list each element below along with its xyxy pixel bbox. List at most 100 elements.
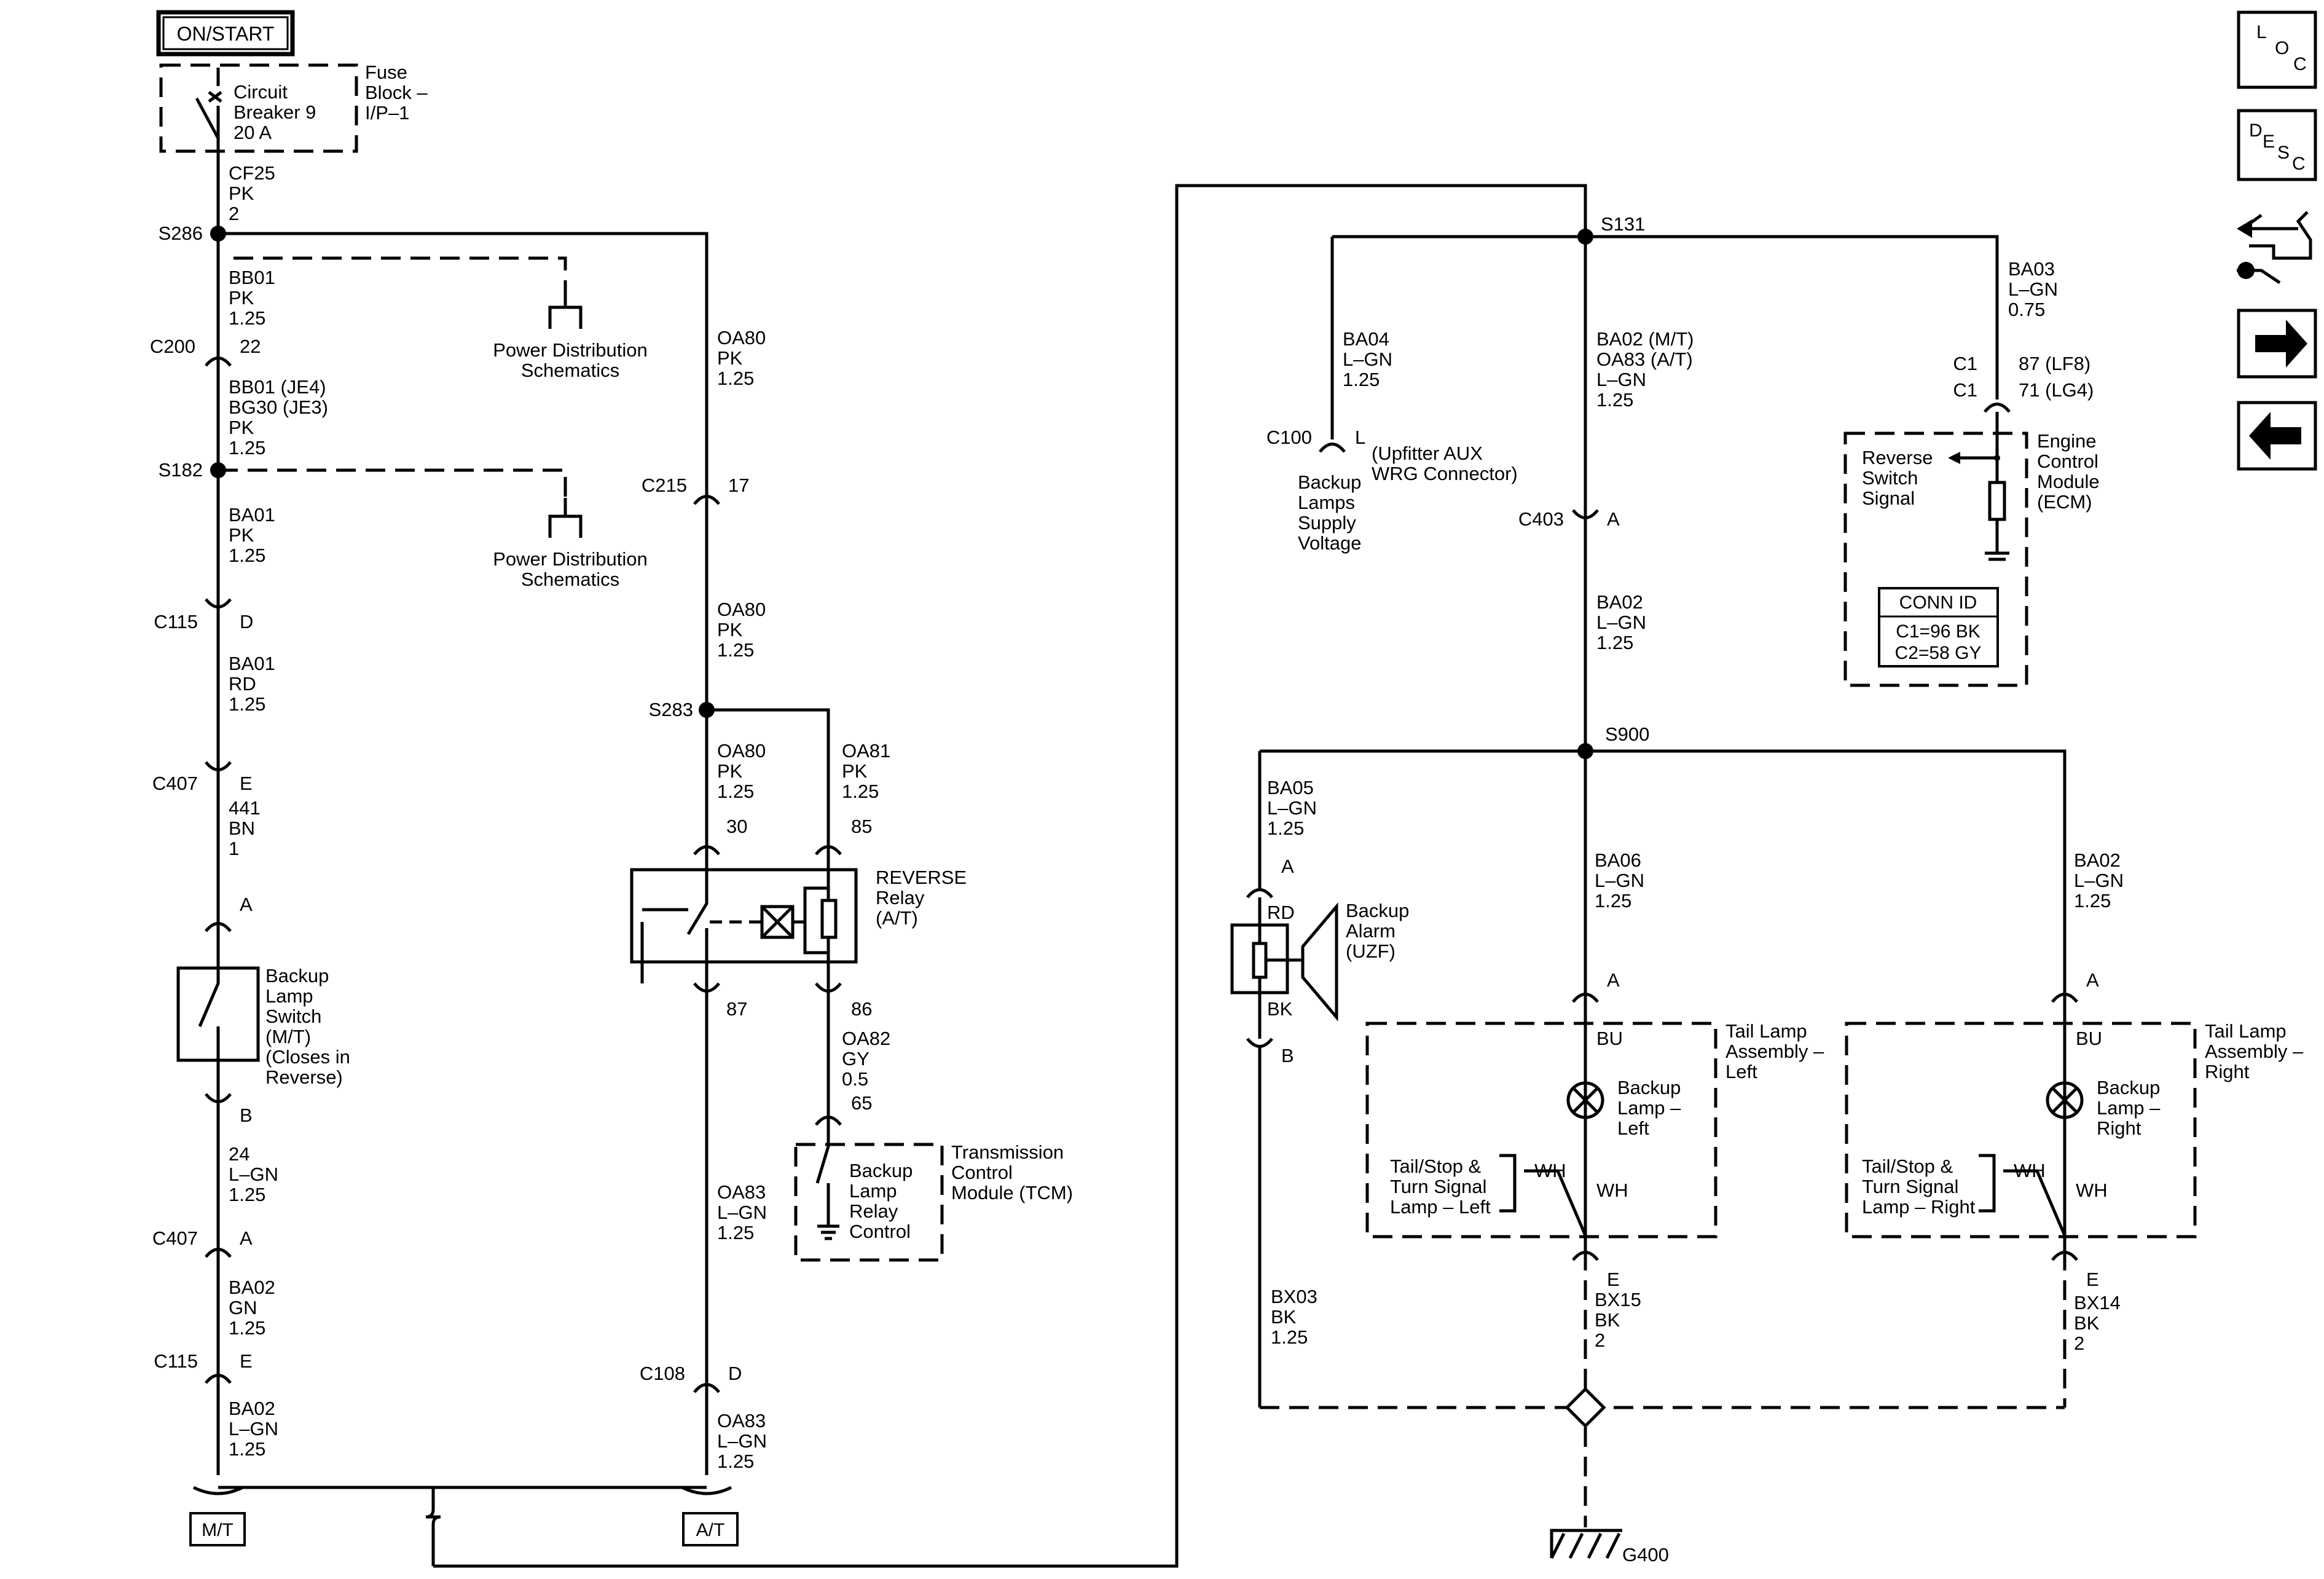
right-wh2-label: WH xyxy=(2076,1179,2108,1201)
s900-label: S900 xyxy=(1605,723,1649,745)
wire-s131-bus xyxy=(1332,235,1999,400)
power-distribution-icon-2 xyxy=(548,498,583,538)
loc-letter-l: L xyxy=(2256,22,2267,42)
ecm-internals xyxy=(1948,412,2009,561)
right-wh1-label: WH xyxy=(2014,1160,2046,1181)
splice-s900 xyxy=(1577,743,1593,759)
ecm-outline xyxy=(1843,431,2028,687)
loc-letter-c: C xyxy=(2293,54,2307,74)
c100-label: C100 xyxy=(1266,427,1312,448)
ecm-c1a-label: C1 xyxy=(1953,353,1977,374)
wire-bottom-crossover xyxy=(218,184,1587,1568)
c200-label: C200 xyxy=(150,336,195,357)
conn-id-row-1: C1=96 BK xyxy=(1896,621,1981,642)
splices xyxy=(210,226,1593,759)
alarm-bk-label: BK xyxy=(1267,998,1293,1020)
connector-left-a xyxy=(1572,993,1599,1003)
arrow-left-icon[interactable] xyxy=(2237,401,2317,471)
tail-lamp-left-outline xyxy=(1365,1022,1717,1238)
right-lamp-pin-a-label: A xyxy=(2086,969,2099,991)
ecm-c1b-label: C1 xyxy=(1953,379,1977,401)
splice-s182 xyxy=(210,462,226,478)
conn-id-table: CONN ID C1=96 BK C2=58 GY xyxy=(1878,587,1999,667)
switch-pin-b-label: B xyxy=(240,1105,253,1126)
left-wh2-label: WH xyxy=(1596,1179,1628,1201)
desc-letter-s: S xyxy=(2277,143,2290,163)
on-start-label: ON/START xyxy=(156,10,295,57)
backup-lamp-right xyxy=(2003,1002,2084,1260)
c100-pin-label: L xyxy=(1355,427,1365,448)
c407b-pin-label: A xyxy=(240,1227,253,1249)
relay-pin-85-label: 85 xyxy=(851,816,872,837)
c115b-label: C115 xyxy=(154,1350,198,1372)
connector-c407-a xyxy=(205,1248,232,1258)
at-box: A/T xyxy=(682,1512,739,1546)
connector-relay-85 xyxy=(815,845,842,856)
ecm-pin-b-label: 71 (LG4) xyxy=(2019,379,2094,401)
tail-bracket-left xyxy=(1499,1154,1517,1213)
backup-lamp-left xyxy=(1524,1002,1604,1260)
connector-relay-86 xyxy=(815,982,842,993)
splice-s131 xyxy=(1577,229,1593,245)
connector-c215 xyxy=(693,495,720,505)
backup-alarm xyxy=(1230,897,1338,1039)
connector-ecm-c1 xyxy=(1984,403,2011,413)
arrow-right-icon[interactable] xyxy=(2237,309,2317,379)
c108-pin-label: D xyxy=(728,1363,742,1384)
connector-c403 xyxy=(1572,509,1599,519)
connector-tcm-65 xyxy=(815,1116,842,1126)
connector-right-a xyxy=(2051,993,2078,1003)
c115b-pin-label: E xyxy=(240,1350,253,1372)
ecm-pin-a-label: 87 (LF8) xyxy=(2019,353,2090,374)
conn-id-row-2: C2=58 GY xyxy=(1895,643,1982,663)
c407-pin-e-label: E xyxy=(240,773,253,794)
connector-c115-d xyxy=(205,587,232,608)
connector-switch-a xyxy=(205,922,232,932)
tcm-pin-65-label: 65 xyxy=(851,1092,872,1114)
ground-icon xyxy=(1550,1529,1622,1559)
s286-label: S286 xyxy=(159,222,203,244)
nav-desc-button[interactable]: D E S C xyxy=(2237,109,2317,181)
connector-c200 xyxy=(205,356,232,375)
nav-loc-button[interactable]: L O C xyxy=(2237,10,2317,89)
wire-s283-branch xyxy=(707,708,830,873)
connector-pins xyxy=(192,356,2078,1495)
dash-pds1 xyxy=(234,256,567,307)
connector-mt-end xyxy=(192,1486,244,1495)
power-distribution-icon-1 xyxy=(548,289,583,329)
connector-c407-e xyxy=(205,747,232,771)
g400-label: G400 xyxy=(1622,1544,1669,1565)
connector-alarm-a xyxy=(1246,888,1273,899)
connector-repair-icon[interactable] xyxy=(2237,211,2312,285)
left-wh1-label: WH xyxy=(1534,1160,1566,1181)
left-bu-label: BU xyxy=(1596,1028,1623,1049)
